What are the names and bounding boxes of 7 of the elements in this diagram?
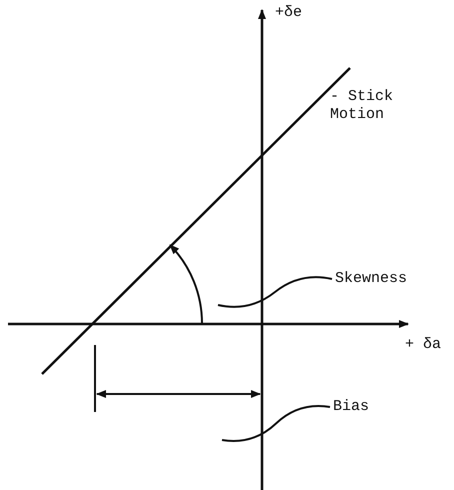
line-label: - Stick Motion (330, 88, 394, 124)
axis-label: + δa (405, 336, 442, 354)
annotation-label: Bias (333, 398, 370, 416)
annotation-label: Skewness (335, 270, 408, 288)
axis-label: +δe (275, 4, 302, 22)
leader-line (222, 405, 330, 442)
leader-line (218, 276, 332, 308)
